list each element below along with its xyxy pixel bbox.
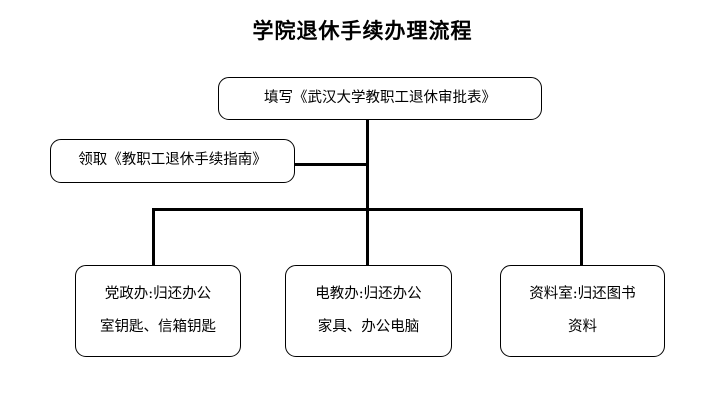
node-text-line: 党政办:归还办公 [104,286,212,303]
node-text-line: 资料室:归还图书 [529,286,636,303]
connector-drop-right [580,208,583,266]
node-fill-retirement-approval-form[interactable]: 填写《武汉大学教职工退休审批表》 [218,77,542,120]
node-text-line: 室钥匙、信箱钥匙 [100,318,216,335]
node-text-line: 电教办:归还办公 [315,286,422,303]
node-av-education-office[interactable]: 电教办:归还办公 家具、办公电脑 [285,265,452,357]
node-text-line: 家具、办公电脑 [317,318,420,335]
page-title: 学院退休手续办理流程 [252,18,473,43]
node-text-line: 领取《教职工退休手续指南》 [78,152,267,169]
node-party-admin-office[interactable]: 党政办:归还办公 室钥匙、信箱钥匙 [75,265,241,357]
connector-drop-middle [366,208,369,266]
node-collect-retirement-guide[interactable]: 领取《教职工退休手续指南》 [50,139,295,183]
node-text-line: 资料 [568,318,597,335]
node-text-line: 填写《武汉大学教职工退休审批表》 [264,89,496,106]
connector-drop-left [152,208,155,266]
node-library-materials-room[interactable]: 资料室:归还图书 资料 [500,265,665,357]
connector-left-branch [294,163,368,166]
